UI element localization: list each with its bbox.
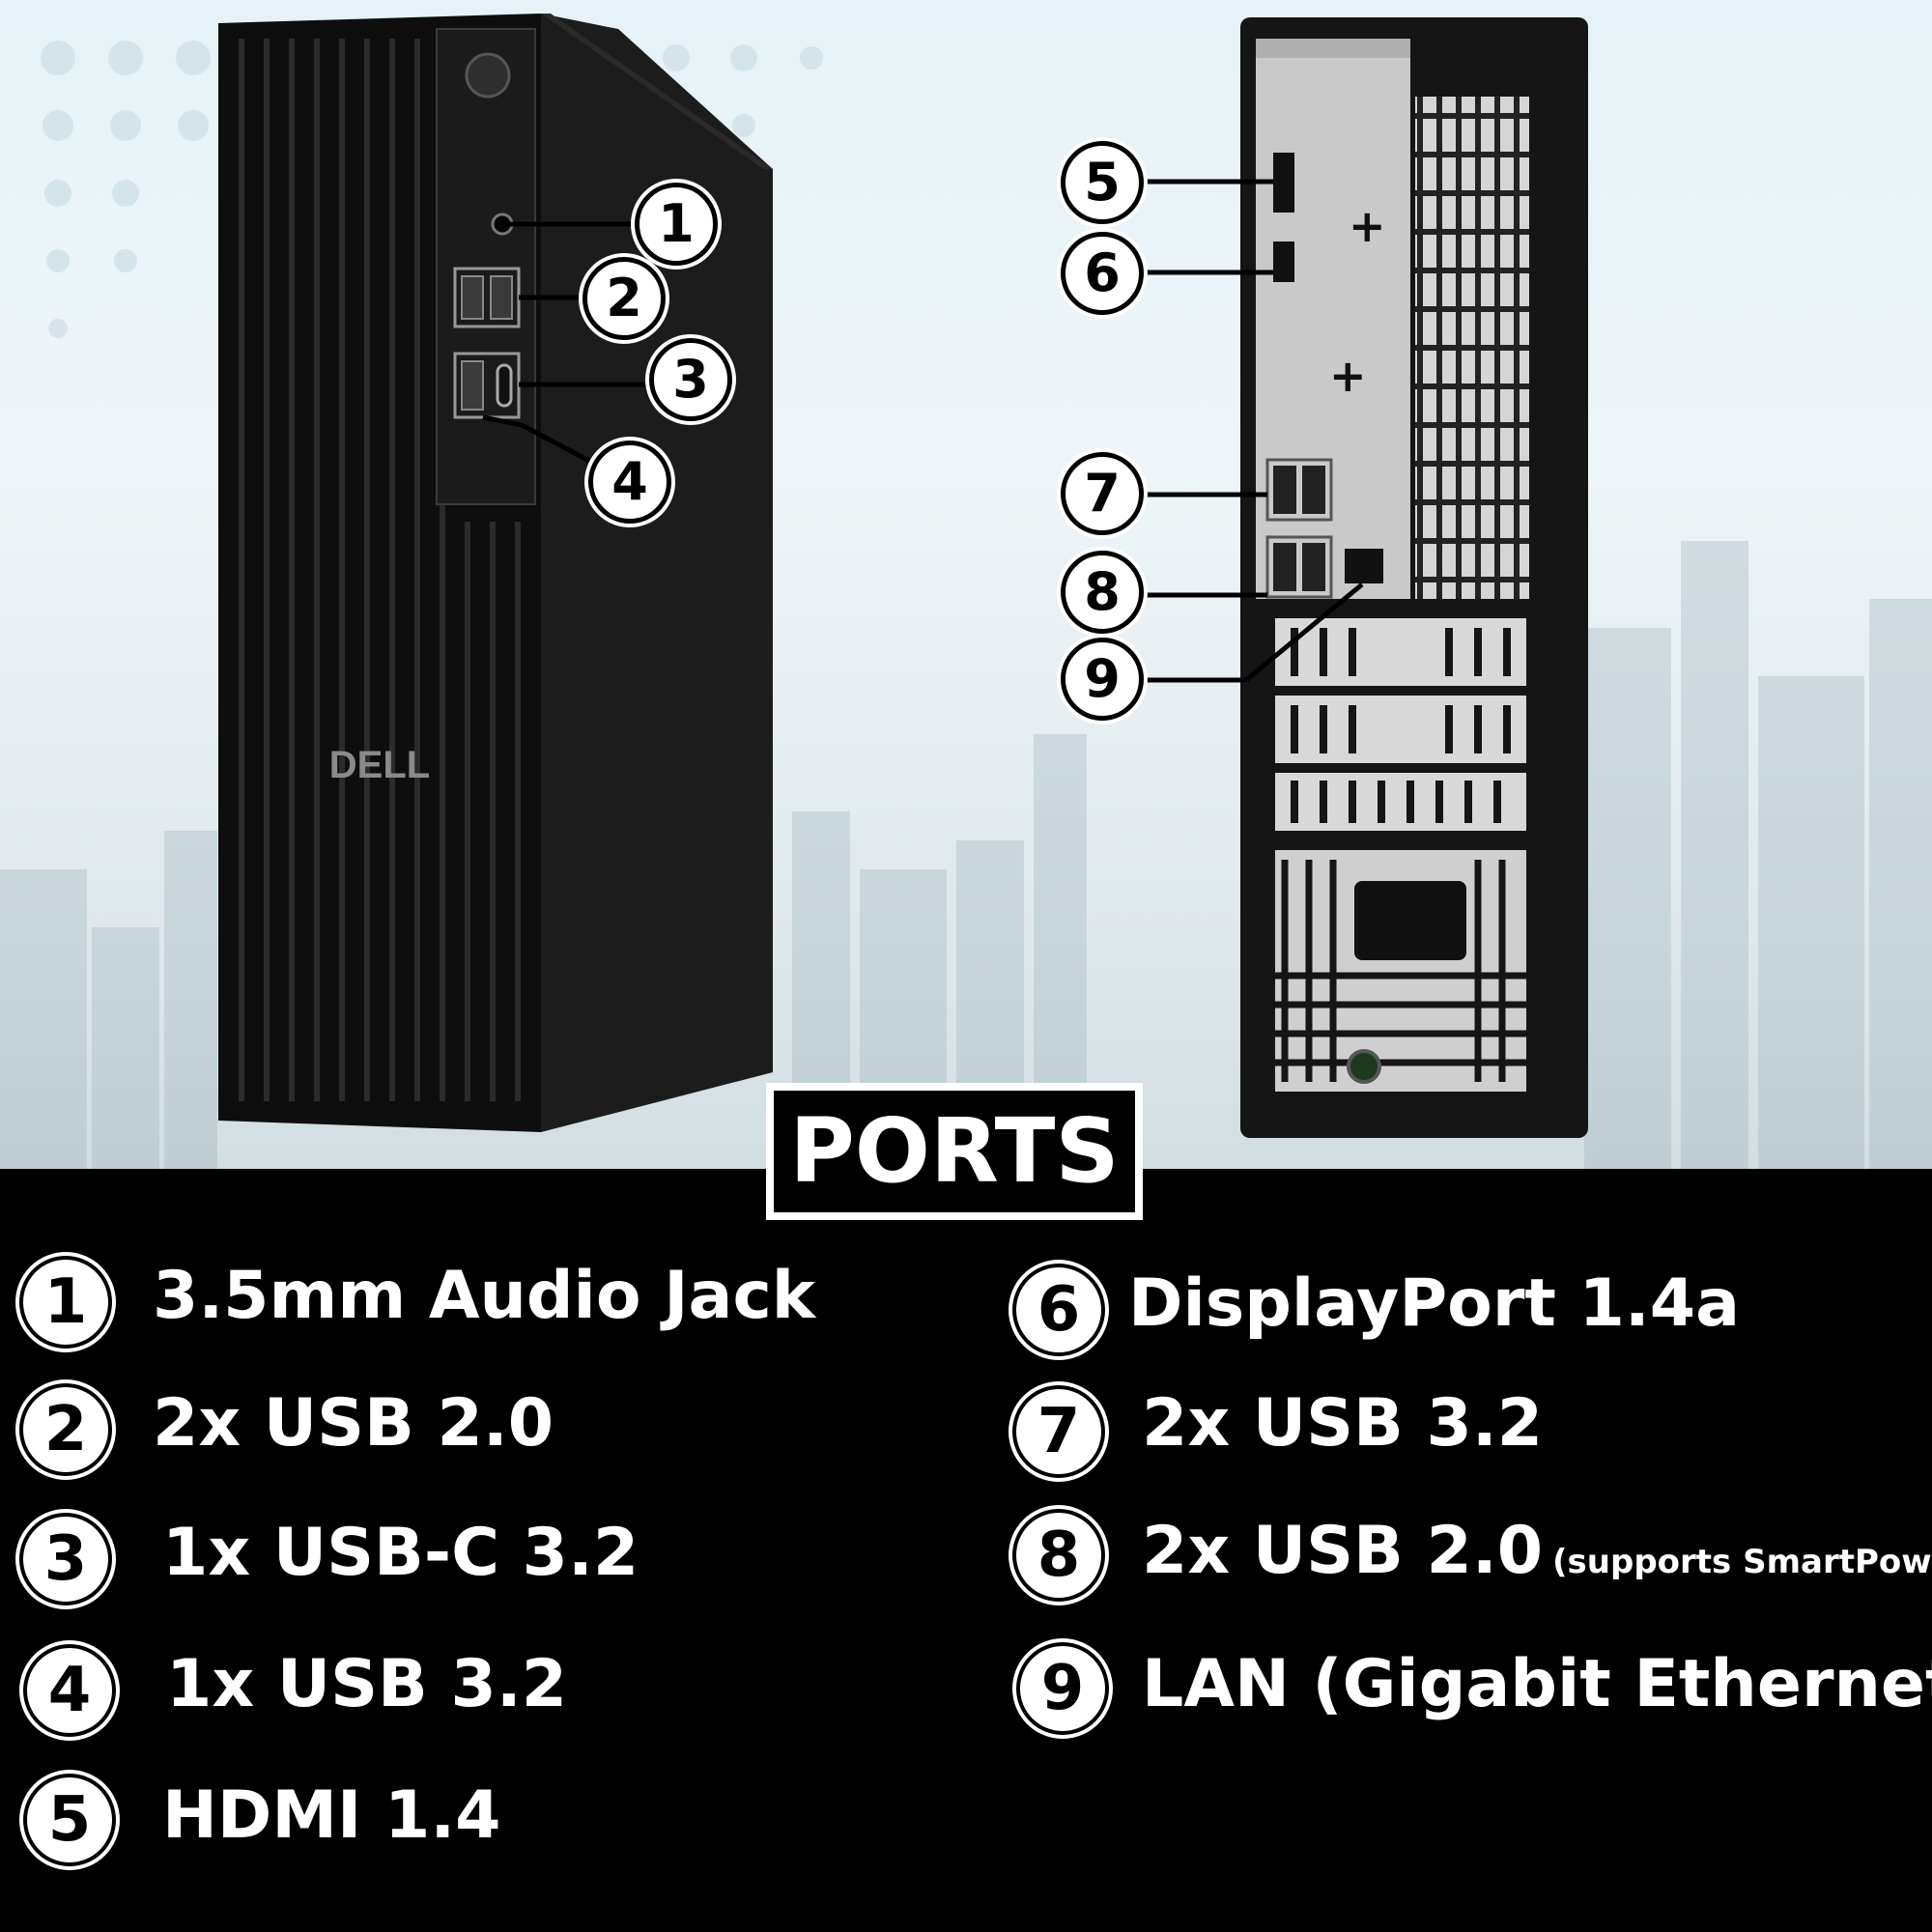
usb-port-icon: [461, 360, 484, 411]
power-connector-icon: [1354, 881, 1466, 960]
list-badge-3: 3: [19, 1513, 112, 1605]
displayport-icon: [1273, 153, 1294, 213]
list-label-lan: LAN (Gigabit Ethernet): [1142, 1646, 1932, 1722]
usb-port-icon: [461, 275, 484, 320]
callout-badge-7: 7: [1061, 452, 1144, 535]
usb-port-icon: [1302, 466, 1325, 514]
ports-title: PORTS: [766, 1083, 1143, 1220]
power-button-icon: [465, 52, 511, 99]
list-badge-2: 2: [19, 1383, 112, 1476]
callout-badge-6: 6: [1061, 232, 1144, 315]
callout-lines: [482, 179, 1364, 683]
svg-text:+: +: [1349, 200, 1386, 252]
list-badge-4: 4: [23, 1644, 116, 1737]
hdmi-port-icon: [1273, 242, 1294, 282]
ports-list-panel: [0, 1169, 1932, 1932]
usb-c-port-icon: [496, 363, 513, 408]
list-label-usb-2-rear-text: 2x USB 2.0: [1142, 1513, 1544, 1589]
callout-badge-2: 2: [582, 257, 666, 340]
list-label-usb-c: 1x USB-C 3.2: [162, 1515, 639, 1591]
callout-badge-1: 1: [635, 183, 718, 266]
usb-port-icon: [1273, 543, 1296, 591]
callout-badge-8: 8: [1061, 551, 1144, 634]
list-label-displayport: DisplayPort 1.4a: [1128, 1265, 1740, 1342]
ethernet-port-icon: [1345, 549, 1383, 583]
callout-badge-3: 3: [649, 338, 732, 421]
list-badge-7: 7: [1012, 1385, 1105, 1478]
rear-tower: + +: [1240, 17, 1588, 1138]
list-label-audio-jack: 3.5mm Audio Jack: [153, 1258, 815, 1334]
callout-badge-5: 5: [1061, 141, 1144, 224]
list-label-usb-3-rear: 2x USB 3.2: [1142, 1385, 1544, 1462]
list-label-usb-3-front: 1x USB 3.2: [166, 1646, 568, 1722]
product-photo-area: DELL: [0, 0, 1932, 1169]
dell-logo: DELL: [329, 744, 430, 786]
front-tower: DELL: [218, 14, 773, 1132]
usb-port-icon: [490, 275, 513, 320]
list-badge-9: 9: [1016, 1642, 1109, 1735]
list-label-usb-2-rear: 2x USB 2.0(supports SmartPower): [1142, 1513, 1932, 1601]
callout-badge-9: 9: [1061, 638, 1144, 721]
list-label-usb-2-front: 2x USB 2.0: [153, 1385, 554, 1462]
dotted-pattern-background: [41, 41, 823, 338]
list-badge-8: 8: [1012, 1509, 1105, 1602]
list-label-hdmi: HDMI 1.4: [162, 1777, 501, 1854]
callout-badge-4: 4: [588, 440, 671, 524]
list-badge-6: 6: [1012, 1264, 1105, 1356]
svg-text:+: +: [1329, 350, 1367, 402]
usb-port-icon: [1302, 543, 1325, 591]
product-illustration: DELL: [0, 14, 1932, 1169]
usb-port-icon: [1273, 466, 1296, 514]
smartpower-note: (supports SmartPower): [1552, 1543, 1932, 1581]
list-badge-5: 5: [23, 1774, 116, 1866]
list-badge-1: 1: [19, 1256, 112, 1349]
